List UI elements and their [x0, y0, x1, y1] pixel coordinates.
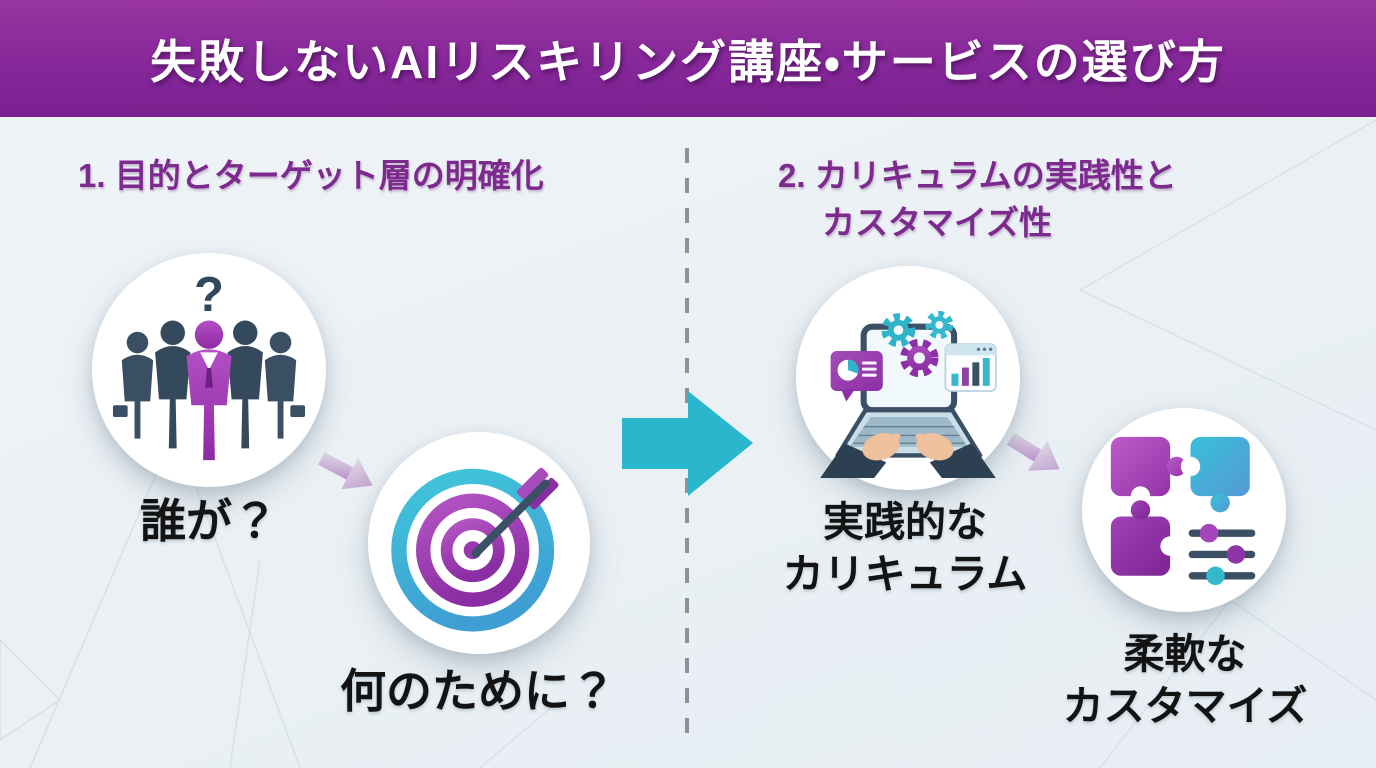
right-section-heading: 2. カリキュラムの実践性と カスタマイズ性 — [778, 152, 1177, 246]
curriculum-label: 実践的な カリキュラム — [765, 496, 1045, 601]
arrow-down-right-icon — [318, 452, 373, 490]
question-mark: ? — [194, 270, 224, 322]
title-banner: 失敗しないAIリスキリング講座・サービスの選び方 — [0, 0, 1376, 117]
section-divider — [685, 148, 689, 738]
arrow-down-right-icon — [1006, 432, 1060, 471]
customize-label: 柔軟な カスタマイズ — [1015, 628, 1355, 733]
laptop-gears-icon — [820, 311, 997, 478]
customize-label-line1: 柔軟な — [1123, 631, 1247, 677]
people-group-icon: ? — [112, 270, 306, 461]
customize-label-line2: カスタマイズ — [1062, 683, 1308, 730]
puzzle-sliders-icon — [1110, 436, 1256, 586]
target-icon — [391, 467, 559, 632]
who-label: 誰が？ — [140, 495, 278, 547]
who-circle: ? — [92, 253, 326, 487]
purpose-label: 何のために？ — [340, 665, 616, 717]
typing-hands — [820, 432, 996, 478]
right-heading-line1: 2. カリキュラムの実践性と — [778, 157, 1177, 194]
left-section-heading: 1. 目的とターゲット層の明確化 — [78, 157, 544, 194]
right-heading-line2: カスタマイズ性 — [822, 204, 1053, 241]
arrow-right-icon — [622, 391, 753, 496]
purpose-circle — [368, 432, 590, 654]
sliders-glyph — [1188, 523, 1256, 586]
curriculum-circle — [796, 266, 1020, 490]
curriculum-label-line1: 実践的な — [823, 499, 987, 545]
page-title: 失敗しないAIリスキリング講座・サービスの選び方 — [150, 35, 1226, 88]
customize-circle — [1082, 408, 1286, 612]
curriculum-label-line2: カリキュラム — [782, 551, 1028, 598]
